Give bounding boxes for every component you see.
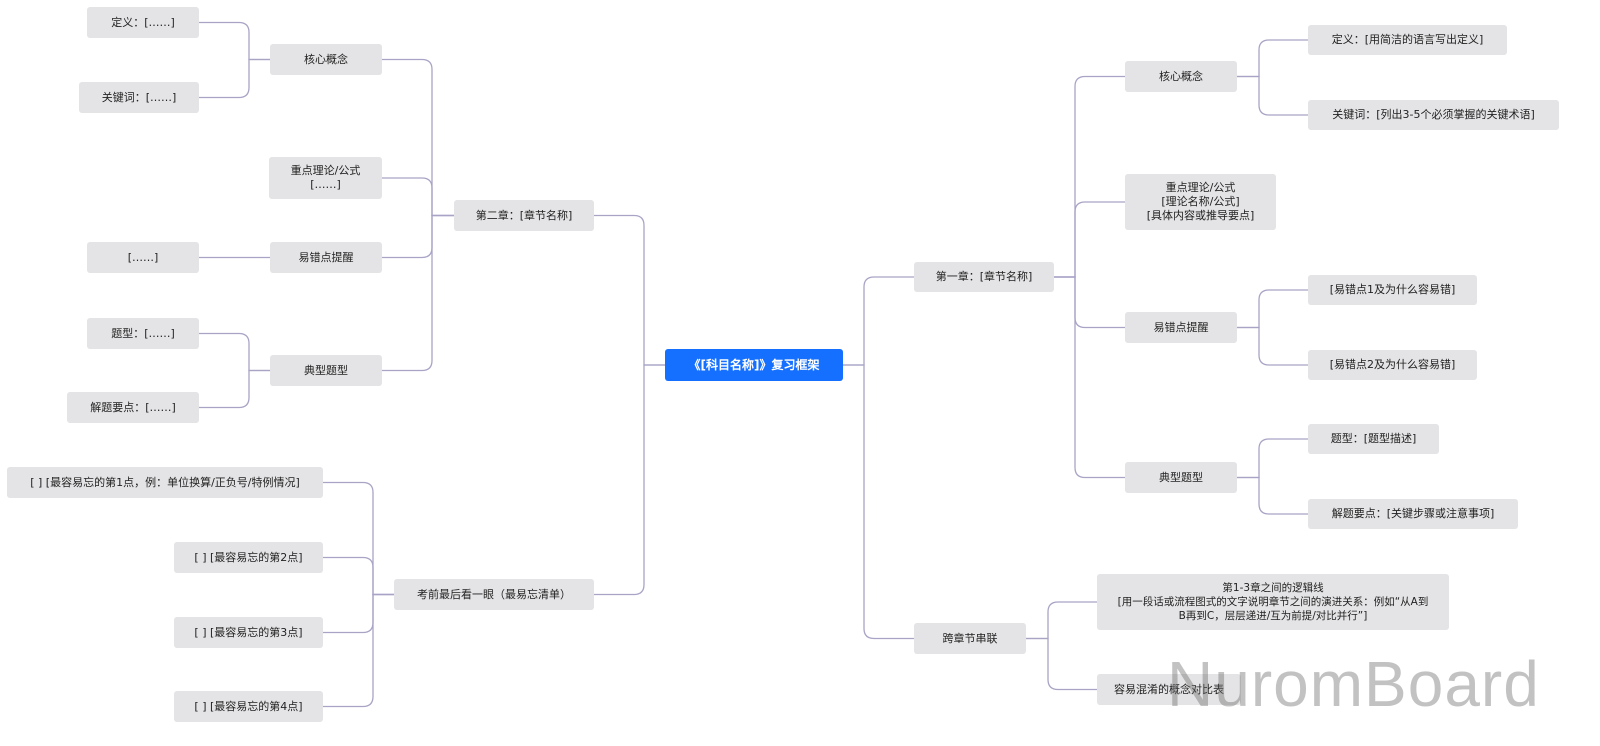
chapter1-mistakes-node[interactable]: 易错点提醒 — [1125, 312, 1237, 343]
chapter2-typical-node[interactable]: 典型题型 — [270, 355, 382, 386]
connector-chapter2-definition-node — [199, 21, 270, 61]
connector-chapter2-solution-key-node — [199, 369, 270, 409]
chapter1-node[interactable]: 第一章：[章节名称] — [914, 262, 1054, 292]
cross-chapter-compare-node[interactable]: 容易混淆的概念对比表 — [1097, 674, 1241, 705]
connector-final-item3-node — [323, 593, 394, 634]
connector-cross-chapter-compare-node — [1026, 637, 1097, 691]
connector-chapter1-mistake2-node — [1237, 326, 1308, 366]
chapter2-theory-node[interactable]: 重点理论/公式 [……] — [269, 157, 382, 199]
chapter1-mistake1-node[interactable]: [易错点1及为什么容易错] — [1308, 275, 1477, 305]
chapter2-mistakes-node[interactable]: 易错点提醒 — [270, 242, 382, 273]
chapter1-question-type-node[interactable]: 题型：[题型描述] — [1308, 424, 1439, 454]
connector-cross-chapter-node — [843, 364, 914, 640]
connector-chapter1-core-concept-node — [1054, 75, 1125, 278]
connector-final-item2-node — [323, 556, 394, 596]
chapter2-solution-key-node[interactable]: 解题要点：[……] — [67, 392, 199, 423]
connector-chapter2-question-type-node — [199, 332, 270, 372]
chapter1-definition-node[interactable]: 定义：[用简洁的语言写出定义] — [1308, 25, 1507, 55]
connector-cross-chapter-logic-node — [1026, 601, 1097, 640]
connector-final-check-node — [594, 364, 665, 596]
connector-chapter1-keywords-node — [1237, 75, 1308, 116]
chapter2-core-concept-node[interactable]: 核心概念 — [270, 44, 382, 75]
root-node[interactable]: 《[科目名称]》复习框架 — [665, 349, 843, 381]
chapter1-mistake2-node[interactable]: [易错点2及为什么容易错] — [1308, 350, 1477, 380]
connector-chapter1-node — [843, 276, 914, 366]
chapter2-node[interactable]: 第二章：[章节名称] — [454, 200, 594, 231]
connector-final-item4-node — [323, 593, 394, 708]
chapter2-mistake1-node[interactable]: [……] — [87, 242, 199, 273]
cross-chapter-node[interactable]: 跨章节串联 — [914, 623, 1026, 654]
connector-final-item1-node — [323, 481, 394, 596]
connector-chapter1-mistakes-node — [1054, 276, 1125, 329]
chapter1-keywords-node[interactable]: 关键词：[列出3-5个必须掌握的关键术语] — [1308, 100, 1559, 130]
connector-chapter2-keywords-node — [199, 58, 270, 99]
chapter1-theory-node[interactable]: 重点理论/公式 [理论名称/公式] [具体内容或推导要点] — [1125, 174, 1276, 230]
connector-chapter2-node — [594, 214, 665, 366]
chapter2-definition-node[interactable]: 定义：[……] — [87, 7, 199, 38]
connector-chapter1-definition-node — [1237, 39, 1308, 78]
chapter1-typical-node[interactable]: 典型题型 — [1125, 462, 1237, 493]
chapter1-core-concept-node[interactable]: 核心概念 — [1125, 61, 1237, 92]
final-item2-node[interactable]: [ ] [最容易忘的第2点] — [174, 542, 323, 573]
connector-chapter1-solution-key-node — [1237, 476, 1308, 515]
cross-chapter-logic-node[interactable]: 第1-3章之间的逻辑线 [用一段话或流程图式的文字说明章节之间的演进关系：例如“… — [1097, 574, 1449, 630]
connector-chapter2-core-concept-node — [382, 58, 454, 217]
chapter1-solution-key-node[interactable]: 解题要点：[关键步骤或注意事项] — [1308, 499, 1518, 529]
final-check-node[interactable]: 考前最后看一眼（最易忘清单） — [394, 579, 594, 610]
connector-chapter2-typical-node — [382, 214, 454, 372]
connector-chapter2-mistakes-node — [382, 214, 454, 259]
connector-chapter1-typical-node — [1054, 276, 1125, 479]
final-item1-node[interactable]: [ ] [最容易忘的第1点，例：单位换算/正负号/特例情况] — [7, 467, 323, 498]
final-item3-node[interactable]: [ ] [最容易忘的第3点] — [174, 617, 323, 648]
connector-chapter1-question-type-node — [1237, 438, 1308, 479]
chapter2-question-type-node[interactable]: 题型：[……] — [87, 318, 199, 349]
chapter2-keywords-node[interactable]: 关键词：[……] — [79, 82, 199, 113]
final-item4-node[interactable]: [ ] [最容易忘的第4点] — [174, 691, 323, 722]
connector-chapter1-mistake1-node — [1237, 289, 1308, 329]
connector-chapter1-theory-node — [1054, 201, 1125, 278]
connector-chapter2-theory-node — [382, 177, 454, 217]
